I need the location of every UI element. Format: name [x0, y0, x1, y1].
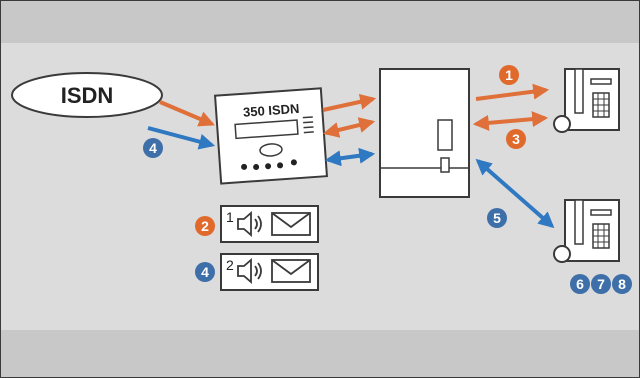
svg-text:5: 5: [493, 210, 501, 226]
svg-text:4: 4: [201, 264, 209, 280]
top-band: [1, 1, 639, 43]
svg-text:7: 7: [597, 276, 605, 292]
pbx-cabinet: [380, 69, 469, 197]
bottom-band: [1, 330, 639, 377]
svg-text:2: 2: [201, 218, 209, 234]
envelope-icon: [272, 213, 310, 235]
badge-isdn-in: 4: [143, 138, 163, 158]
svg-text:3: 3: [512, 131, 520, 147]
svg-text:1: 1: [505, 67, 513, 83]
badge-line-5: 5: [487, 208, 507, 228]
badge-phone2-7: 7: [591, 274, 611, 294]
badge-message-1: 2: [195, 216, 215, 236]
svg-text:8: 8: [618, 276, 626, 292]
badge-phone2-6: 6: [570, 274, 590, 294]
badge-line-1: 1: [499, 65, 519, 85]
svg-text:6: 6: [576, 276, 584, 292]
isdn-network: ISDN: [12, 73, 162, 117]
isdn-device[interactable]: 350 ISDN: [215, 88, 327, 183]
envelope-icon: [272, 260, 310, 282]
badge-line-3: 3: [506, 129, 526, 149]
badge-message-2: 4: [195, 262, 215, 282]
message-index-1: 1: [226, 209, 234, 225]
badge-phone2-8: 8: [612, 274, 632, 294]
message-index-2: 2: [226, 257, 234, 273]
svg-text:4: 4: [149, 140, 157, 156]
isdn-label: ISDN: [61, 83, 114, 108]
